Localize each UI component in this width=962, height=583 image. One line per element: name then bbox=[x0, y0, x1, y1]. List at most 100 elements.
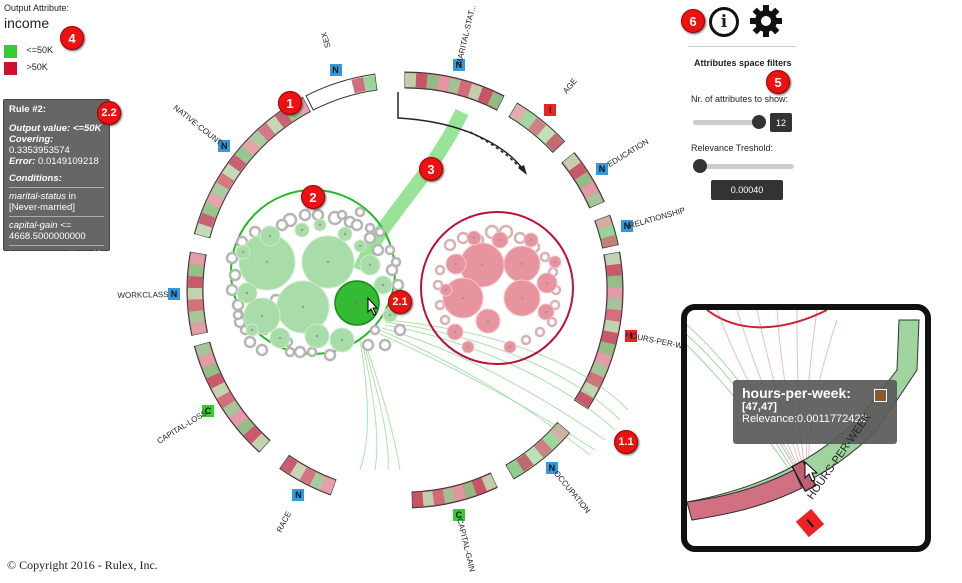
attribute-value-segment[interactable] bbox=[509, 103, 527, 123]
nr-attributes-slider[interactable] bbox=[693, 120, 763, 125]
rule-bubble-ring[interactable] bbox=[371, 243, 385, 257]
attribute-value-segment[interactable] bbox=[405, 73, 417, 88]
attribute-value-segment[interactable] bbox=[222, 163, 240, 181]
rule-bubble-ring[interactable] bbox=[284, 346, 296, 358]
attribute-value-segment[interactable] bbox=[575, 171, 593, 189]
attribute-value-segment[interactable] bbox=[528, 117, 547, 136]
attribute-value-segment[interactable] bbox=[447, 77, 462, 94]
attribute-value-segment[interactable] bbox=[604, 252, 621, 266]
rule-bubble-ring[interactable] bbox=[311, 208, 325, 222]
attribute-value-segment[interactable] bbox=[457, 80, 473, 97]
attribute-value-segment[interactable] bbox=[229, 409, 248, 427]
rule-bubble-ring[interactable] bbox=[393, 323, 407, 337]
attribute-value-segment[interactable] bbox=[195, 342, 212, 358]
attribute-value-segment[interactable] bbox=[525, 446, 544, 465]
attribute-value-segment[interactable] bbox=[506, 459, 524, 478]
attribute-value-segment[interactable] bbox=[562, 153, 581, 171]
attribute-value-segment[interactable] bbox=[211, 382, 230, 399]
attribute-value-segment[interactable] bbox=[188, 299, 204, 312]
rule-bubble-ring[interactable] bbox=[384, 244, 396, 256]
attribute-value-segment[interactable] bbox=[426, 74, 439, 90]
hours-per-week-arc-segment[interactable] bbox=[687, 469, 803, 521]
rule-bubble-ring[interactable] bbox=[361, 338, 375, 352]
attribute-value-segment[interactable] bbox=[217, 391, 235, 409]
attribute-value-segment[interactable] bbox=[249, 130, 268, 149]
attribute-value-segment[interactable] bbox=[188, 264, 204, 277]
rule-bubble-ring[interactable] bbox=[275, 218, 289, 232]
attribute-value-segment[interactable] bbox=[211, 182, 229, 199]
rule-bubble-ring[interactable] bbox=[298, 208, 312, 222]
rule-bubble-ring[interactable] bbox=[225, 251, 239, 265]
attribute-value-segment[interactable] bbox=[605, 308, 622, 322]
rule-bubble-ring[interactable] bbox=[228, 268, 242, 282]
attribute-value-segment[interactable] bbox=[542, 431, 561, 450]
rule-bubble-ring[interactable] bbox=[439, 314, 451, 326]
attribute-value-segment[interactable] bbox=[575, 391, 594, 409]
attribute-value-segment[interactable] bbox=[251, 433, 270, 452]
output-attribute-value[interactable]: income bbox=[4, 15, 50, 31]
attribute-value-segment[interactable] bbox=[190, 321, 207, 336]
rule-bubble-ring[interactable] bbox=[434, 299, 446, 311]
attribute-value-segment[interactable] bbox=[299, 467, 317, 486]
attribute-value-segment[interactable] bbox=[598, 341, 616, 356]
rule-bubble-ring[interactable] bbox=[323, 348, 337, 362]
attribute-value-segment[interactable] bbox=[487, 91, 504, 110]
attribute-value-segment[interactable] bbox=[467, 83, 483, 101]
rule-bubble-ring[interactable] bbox=[369, 324, 381, 336]
attribute-value-segment[interactable] bbox=[290, 462, 307, 480]
attribute-value-segment[interactable] bbox=[422, 491, 435, 507]
rule-bubble-ring[interactable] bbox=[350, 218, 364, 232]
attribute-value-segment[interactable] bbox=[280, 456, 298, 475]
attribute-value-segment[interactable] bbox=[545, 133, 564, 152]
attribute-value-segment[interactable] bbox=[452, 484, 467, 502]
relevance-threshold-slider-handle[interactable] bbox=[693, 159, 707, 173]
attribute-value-segment[interactable] bbox=[519, 110, 537, 129]
cluster-gt50k[interactable] bbox=[420, 211, 574, 365]
attribute-value-segment[interactable] bbox=[537, 125, 556, 144]
attribute-value-segment[interactable] bbox=[274, 109, 292, 128]
rule-bubble-ring[interactable] bbox=[534, 326, 546, 338]
relevance-threshold-slider[interactable] bbox=[693, 164, 794, 169]
attribute-value-segment[interactable] bbox=[309, 472, 326, 490]
attribute-value-segment[interactable] bbox=[198, 212, 216, 228]
attribute-value-segment[interactable] bbox=[206, 192, 224, 209]
attribute-value-segment[interactable] bbox=[590, 361, 608, 378]
attribute-value-segment[interactable] bbox=[195, 223, 212, 238]
attribute-value-segment[interactable] bbox=[585, 191, 604, 208]
rule-bubble-ring[interactable] bbox=[225, 283, 239, 297]
attribute-value-segment[interactable] bbox=[436, 75, 451, 92]
attribute-value-segment[interactable] bbox=[580, 181, 599, 198]
attribute-value-segment[interactable] bbox=[188, 287, 203, 300]
attribute-value-segment[interactable] bbox=[601, 235, 618, 248]
attribute-value-segment[interactable] bbox=[228, 154, 247, 172]
attribute-value-segment[interactable] bbox=[477, 87, 494, 105]
attribute-value-segment[interactable] bbox=[607, 298, 622, 311]
attribute-value-segment[interactable] bbox=[607, 275, 622, 288]
rule-bubble-ring[interactable] bbox=[443, 238, 457, 252]
rule-bubble-ring[interactable] bbox=[434, 264, 446, 276]
rule-bubble-ring[interactable] bbox=[293, 345, 307, 359]
attribute-label[interactable]: WORKCLASS bbox=[117, 289, 169, 300]
attribute-value-segment[interactable] bbox=[216, 173, 235, 190]
rule-bubble-ring[interactable] bbox=[363, 231, 377, 245]
rule-bubble-ring[interactable] bbox=[390, 256, 402, 268]
rule-bubble-ring[interactable] bbox=[549, 299, 561, 311]
rule-bubble-ring[interactable] bbox=[255, 343, 269, 357]
attribute-value-segment[interactable] bbox=[189, 252, 206, 266]
attribute-value-segment[interactable] bbox=[595, 215, 613, 230]
attribute-value-segment[interactable] bbox=[598, 225, 615, 239]
rule-bubble-ring[interactable] bbox=[364, 222, 376, 234]
attribute-value-segment[interactable] bbox=[594, 351, 612, 367]
attribute-value-segment[interactable] bbox=[471, 478, 487, 495]
rule-bubble-ring[interactable] bbox=[354, 206, 366, 218]
rule-bubble-ring[interactable] bbox=[513, 231, 527, 245]
attribute-value-segment[interactable] bbox=[223, 400, 241, 418]
rule-bubble-ring[interactable] bbox=[539, 251, 551, 263]
rule-bubble-ring[interactable] bbox=[306, 346, 318, 358]
attribute-value-segment[interactable] bbox=[188, 275, 203, 288]
attribute-value-segment[interactable] bbox=[586, 371, 604, 389]
attribute-value-segment[interactable] bbox=[202, 202, 220, 218]
attribute-value-segment[interactable] bbox=[257, 123, 276, 141]
attribute-value-segment[interactable] bbox=[351, 77, 366, 94]
